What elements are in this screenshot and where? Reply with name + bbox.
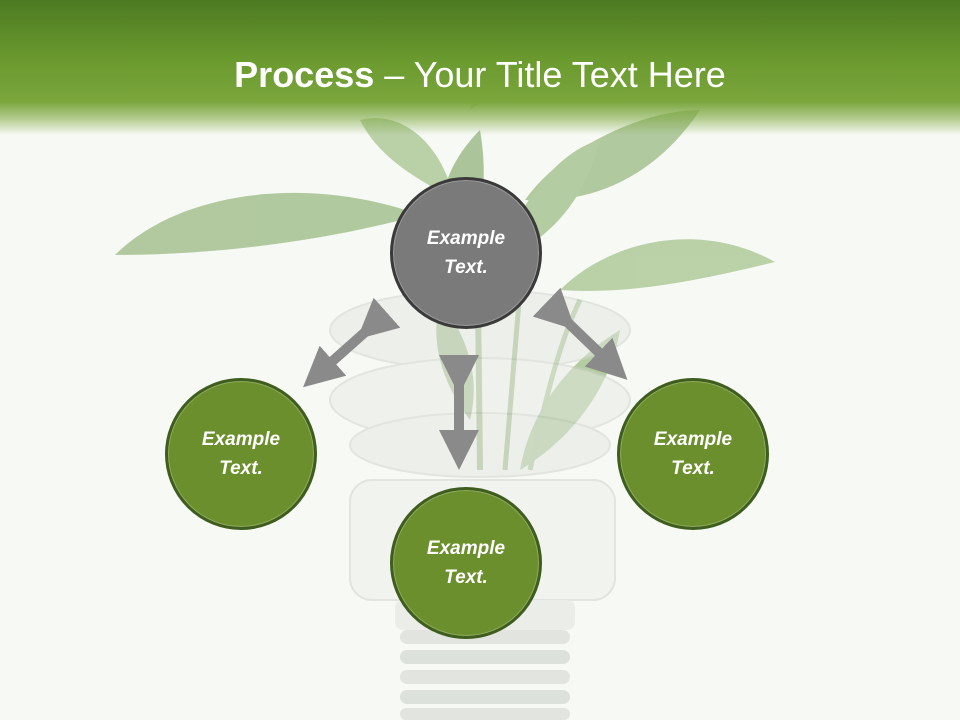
- title-bar: Process – Your Title Text Here: [0, 0, 960, 135]
- process-node-right-label: Example Text.: [653, 429, 733, 479]
- process-node-top[interactable]: Example Text.: [390, 177, 542, 329]
- title-rest: – Your Title Text Here: [374, 54, 726, 95]
- process-node-top-label: Example Text.: [426, 228, 506, 278]
- title-bold: Process: [234, 54, 375, 95]
- process-node-bottom[interactable]: Example Text.: [390, 487, 542, 639]
- process-node-bottom-label: Example Text.: [426, 538, 506, 588]
- process-node-left[interactable]: Example Text.: [165, 378, 317, 530]
- process-node-left-label: Example Text.: [201, 429, 281, 479]
- slide-title[interactable]: Process – Your Title Text Here: [0, 52, 960, 98]
- process-node-right[interactable]: Example Text.: [617, 378, 769, 530]
